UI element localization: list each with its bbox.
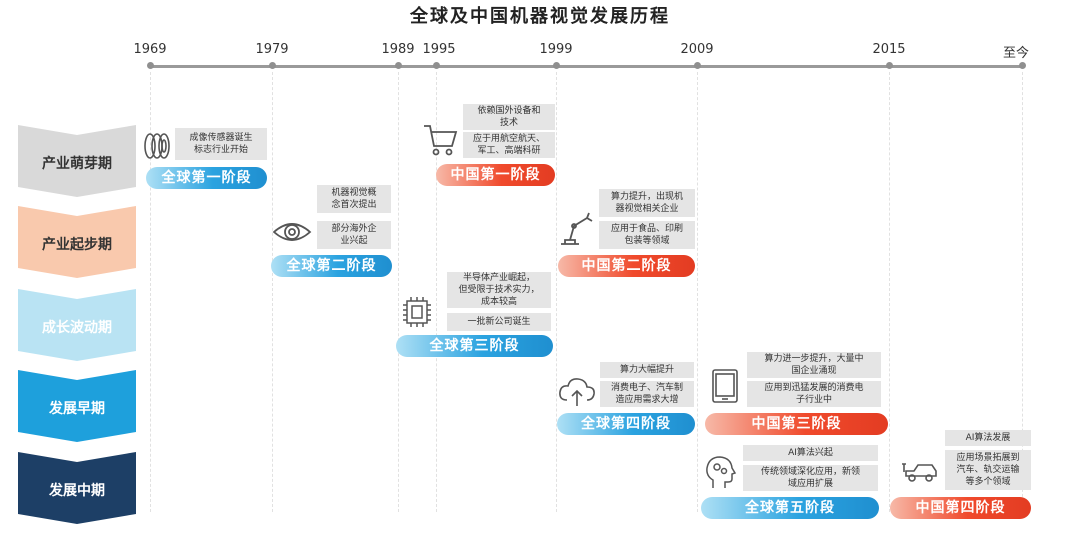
phase-chevron-4: 发展早期 — [18, 370, 136, 442]
phase-label: 产业萌芽期 — [42, 156, 112, 172]
phase-label: 发展早期 — [49, 401, 105, 417]
year-label-1969: 1969 — [133, 42, 167, 57]
note-c4a: AI算法发展 — [945, 430, 1031, 446]
year-label-1995: 1995 — [422, 42, 456, 57]
stage-china-4: 中国第四阶段 — [890, 497, 1031, 519]
note-c1b: 应于用航空航天、军工、高端科研 — [463, 132, 555, 158]
timeline-dot-1989 — [395, 62, 402, 69]
timeline-dot-1969 — [147, 62, 154, 69]
stage-global-2: 全球第二阶段 — [271, 255, 392, 277]
timeline-dot-2015 — [886, 62, 893, 69]
tablet-icon — [705, 368, 745, 404]
note-g4a: 算力大幅提升 — [600, 362, 694, 378]
phase-label: 发展中期 — [49, 483, 105, 499]
cloud-upload-icon — [557, 374, 597, 410]
note-g2a: 机器视觉概念首次提出 — [317, 185, 391, 213]
timeline-dot-2009 — [694, 62, 701, 69]
note-g2b: 部分海外企业兴起 — [317, 221, 391, 249]
page-title: 全球及中国机器视觉发展历程 — [410, 6, 670, 27]
guide-line — [398, 72, 399, 512]
guide-line — [272, 72, 273, 512]
guide-line — [150, 72, 151, 512]
year-label-2015: 2015 — [872, 42, 906, 57]
stage-china-3: 中国第三阶段 — [705, 413, 888, 435]
year-label-now: 至今 — [1002, 46, 1030, 61]
year-label-1979: 1979 — [255, 42, 289, 57]
note-g1a: 成像传感器诞生标志行业开始 — [175, 128, 267, 160]
note-g3b: 一批新公司诞生 — [447, 313, 551, 331]
year-label-1999: 1999 — [539, 42, 573, 57]
stage-global-4: 全球第四阶段 — [557, 413, 695, 435]
year-label-2009: 2009 — [680, 42, 714, 57]
note-c1a: 依赖国外设备和技术 — [463, 104, 555, 130]
note-g5a: AI算法兴起 — [743, 445, 878, 461]
note-c2b: 应用于食品、印刷包装等领域 — [599, 221, 695, 249]
stage-china-2: 中国第二阶段 — [558, 255, 695, 277]
guide-line — [697, 72, 698, 512]
note-g4b: 消费电子、汽车制造应用需求大增 — [600, 381, 694, 407]
shopping-cart-icon — [421, 122, 461, 158]
stage-global-3: 全球第三阶段 — [396, 335, 553, 357]
year-label-1989: 1989 — [381, 42, 415, 57]
guide-line — [436, 72, 437, 512]
note-c2a: 算力提升，出现机器视觉相关企业 — [599, 189, 695, 217]
guide-line — [556, 72, 557, 512]
guide-line — [889, 72, 890, 512]
stage-china-1: 中国第一阶段 — [436, 164, 555, 186]
timeline-dot-1999 — [553, 62, 560, 69]
timeline-dot-1979 — [269, 62, 276, 69]
note-g5b: 传统领域深化应用，新领域应用扩展 — [743, 465, 878, 491]
electric-car-icon — [898, 454, 938, 490]
note-c3b: 应用到迅猛发展的消费电子行业中 — [747, 381, 881, 407]
timeline-axis — [150, 65, 1023, 68]
phase-label: 产业起步期 — [42, 237, 112, 253]
camera-lens-icon — [142, 128, 182, 164]
phase-chevron-5: 发展中期 — [18, 452, 136, 524]
phase-chevron-2: 产业起步期 — [18, 206, 136, 278]
stage-global-5: 全球第五阶段 — [701, 497, 879, 519]
chip-icon — [397, 295, 437, 331]
ai-head-icon — [701, 454, 741, 490]
stage-global-1: 全球第一阶段 — [146, 167, 267, 189]
phase-chevron-1: 产业萌芽期 — [18, 125, 136, 197]
note-c4b: 应用场景拓展到汽车、轨交运输等多个领域 — [945, 450, 1031, 490]
note-g3a: 半导体产业崛起，但受限于技术实力，成本较高 — [447, 272, 551, 308]
timeline-dot-now — [1019, 62, 1026, 69]
note-c3a: 算力进一步提升，大量中国企业涌现 — [747, 352, 881, 378]
robot-arm-icon — [557, 212, 597, 248]
phase-label: 成长波动期 — [42, 320, 112, 336]
timeline-dot-1995 — [433, 62, 440, 69]
phase-chevron-3: 成长波动期 — [18, 289, 136, 361]
eye-icon — [272, 214, 312, 250]
guide-line — [1022, 72, 1023, 512]
